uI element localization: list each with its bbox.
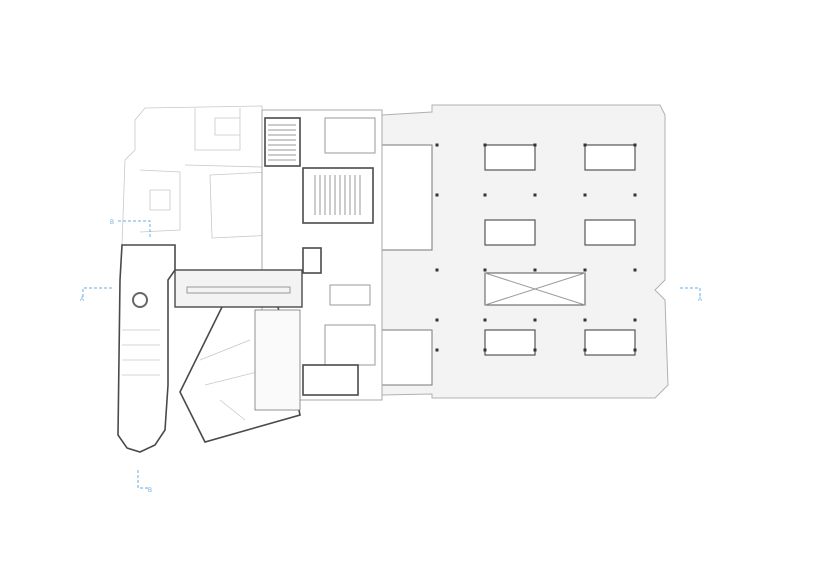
courtyard	[584, 329, 636, 356]
section-a-left: A	[80, 297, 84, 303]
section-markers: A A B B	[80, 220, 702, 494]
column	[633, 143, 637, 147]
section-b-bottom-line	[137, 470, 148, 489]
column	[435, 348, 439, 352]
column	[583, 318, 587, 322]
west-wing	[117, 244, 176, 453]
column	[435, 143, 439, 147]
column	[435, 193, 439, 197]
column	[435, 268, 439, 272]
column	[533, 193, 537, 197]
column	[583, 193, 587, 197]
column	[533, 348, 537, 352]
column	[483, 348, 487, 352]
courtyard	[584, 219, 636, 246]
column	[633, 193, 637, 197]
section-a-right-line	[680, 287, 701, 297]
column	[533, 318, 537, 322]
column	[483, 268, 487, 272]
column	[583, 268, 587, 272]
section-b-bottom: B	[148, 488, 152, 494]
auditorium-block	[261, 109, 383, 401]
section-b-top: B	[110, 220, 114, 226]
column	[483, 318, 487, 322]
section-a-right: A	[698, 297, 702, 303]
column	[633, 318, 637, 322]
column	[483, 193, 487, 197]
section-b-top-line	[118, 220, 151, 238]
courtyard	[484, 144, 536, 171]
column	[633, 348, 637, 352]
room	[381, 144, 433, 251]
corridor-wing	[174, 269, 303, 443]
columns	[435, 143, 637, 352]
column	[583, 348, 587, 352]
column	[533, 143, 537, 147]
room	[381, 329, 433, 386]
main-hall	[381, 104, 669, 399]
section-a-left-line	[82, 287, 113, 297]
column	[633, 268, 637, 272]
column	[583, 143, 587, 147]
column	[483, 143, 487, 147]
stair-core	[254, 309, 301, 411]
column	[435, 318, 439, 322]
courtyard	[584, 144, 636, 171]
courtyard	[484, 329, 536, 356]
column	[533, 268, 537, 272]
courtyard	[484, 219, 536, 246]
courtyards	[484, 144, 636, 356]
